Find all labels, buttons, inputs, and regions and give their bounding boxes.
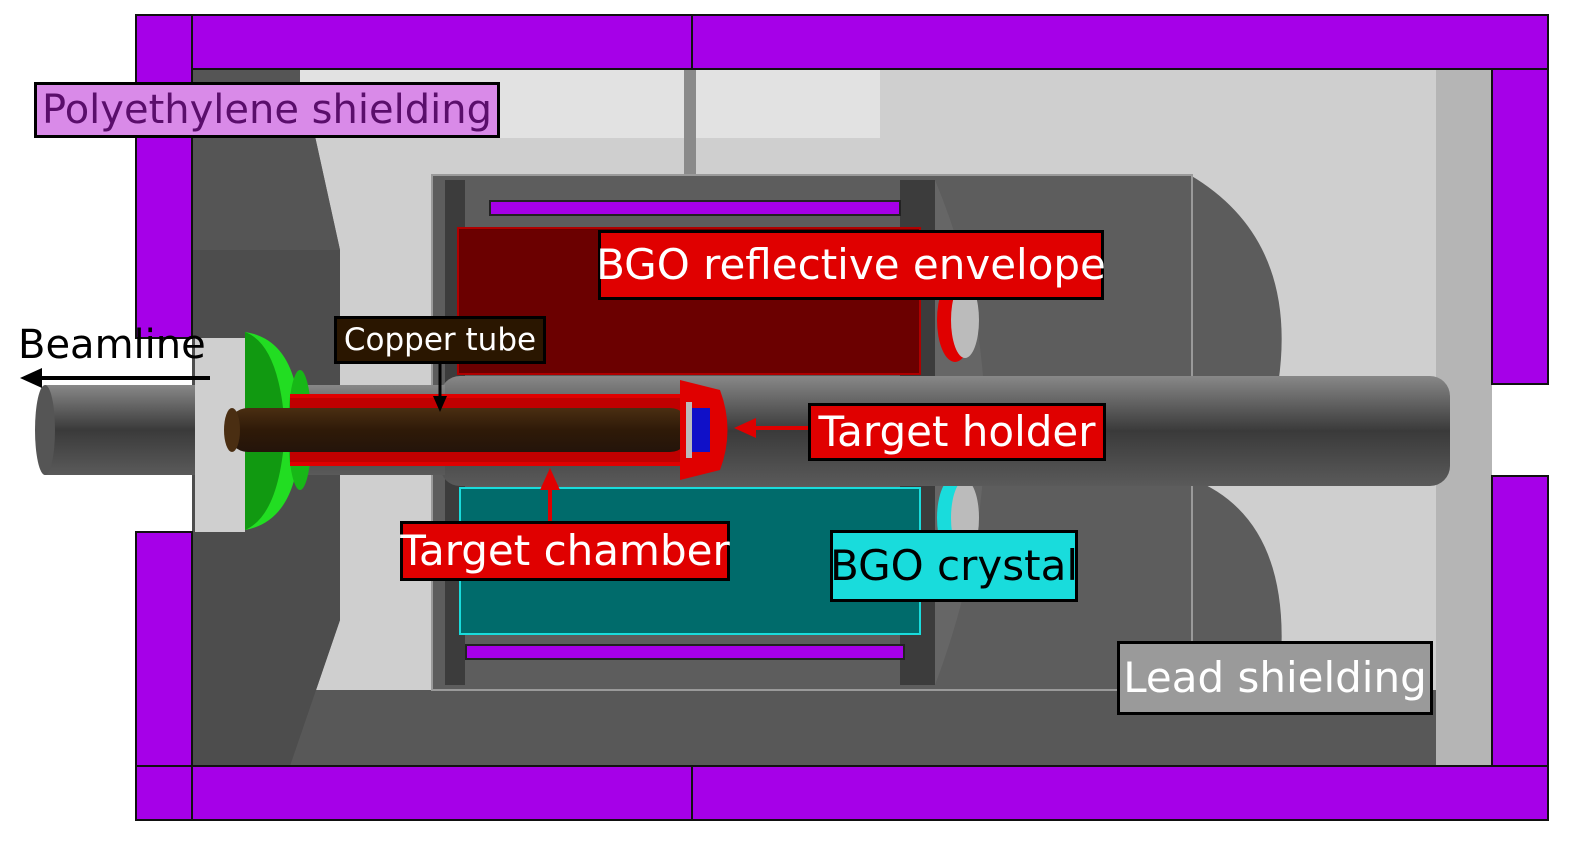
copper-tube-pointer bbox=[433, 364, 447, 412]
lead-shielding-label: Lead shielding bbox=[1117, 641, 1433, 715]
copper-tube bbox=[224, 408, 690, 452]
envelope-strip-bottom bbox=[465, 644, 905, 660]
target-holder-label: Target holder bbox=[808, 403, 1106, 461]
target-holder-arrow bbox=[734, 418, 808, 438]
beamline-arrow bbox=[20, 368, 210, 388]
envelope-strip-top bbox=[489, 200, 901, 216]
target-chamber-label: Target chamber bbox=[400, 521, 730, 581]
bgo-crystal-label: BGO crystal bbox=[830, 530, 1078, 602]
bgo-reflective-envelope-label: BGO reflective envelope bbox=[596, 230, 1106, 300]
beamline-label: Beamline bbox=[18, 322, 206, 368]
polyethylene-shielding bbox=[135, 14, 1549, 821]
copper-tube-label: Copper tube bbox=[334, 316, 546, 364]
target-holder bbox=[680, 380, 728, 480]
polyethylene-shielding-label: Polyethylene shielding bbox=[34, 82, 500, 138]
target-chamber-arrow bbox=[540, 468, 560, 521]
